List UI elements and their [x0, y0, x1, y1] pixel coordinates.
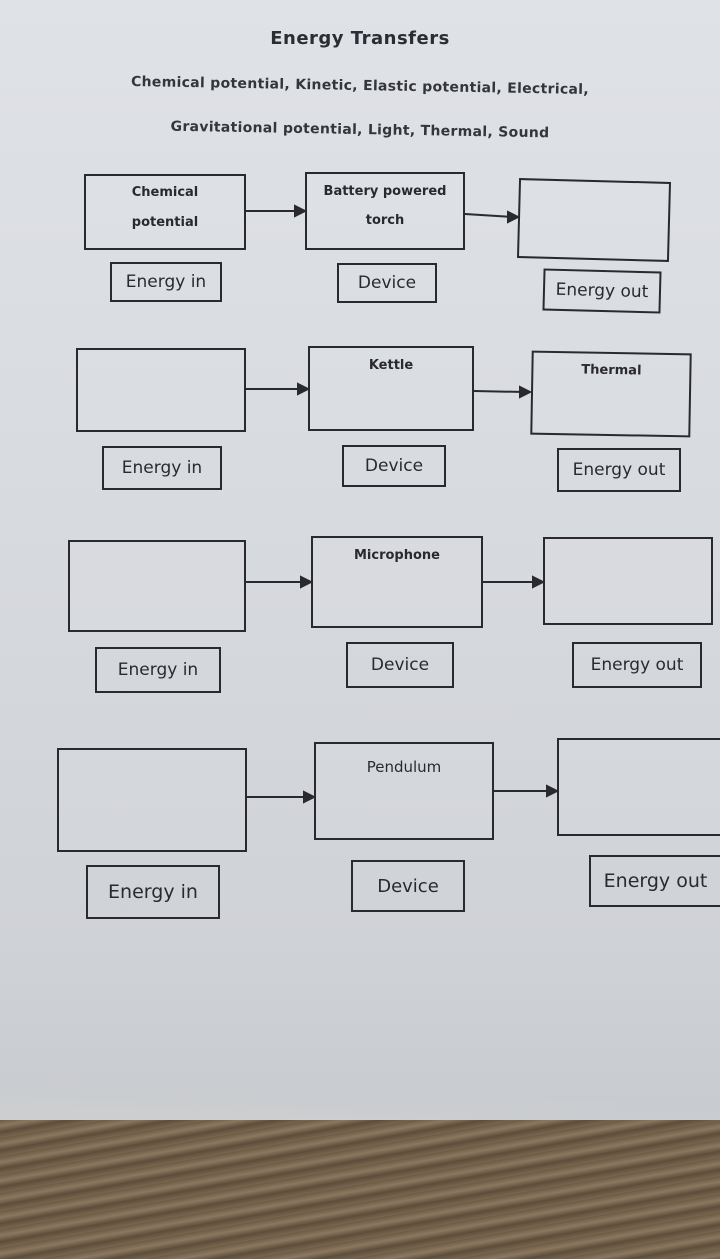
- row2-energy-out-label: Energy out: [557, 448, 681, 492]
- row4-device-label: Device: [351, 860, 465, 912]
- row3-device-text-1: Microphone: [353, 548, 440, 563]
- row1-energy-in-label: Energy in: [110, 262, 222, 302]
- row3-device-label: Device: [346, 642, 454, 688]
- row1-arrow-2: [464, 213, 513, 218]
- row3-energy-out-box: [543, 537, 713, 625]
- row4-arrowhead-1: [303, 790, 317, 804]
- row3-arrowhead-2: [532, 575, 546, 589]
- row3-arrowhead-1: [300, 575, 314, 589]
- row1-arrowhead-2: [507, 210, 521, 224]
- row1-device-text-1: Battery powered: [323, 184, 447, 199]
- row2-arrowhead-2: [519, 385, 533, 399]
- row2-device-box: Kettle: [308, 346, 474, 431]
- row3-device-box: Microphone: [311, 536, 483, 628]
- worksheet-title: Energy Transfers: [270, 28, 450, 49]
- row2-energy-in-label: Energy in: [102, 446, 222, 490]
- row4-energy-in-box: [57, 748, 247, 852]
- row1-arrowhead-1: [294, 204, 308, 218]
- row4-arrowhead-2: [546, 784, 560, 798]
- row2-energy-in-box: [76, 348, 246, 432]
- row4-device-text-1: Pendulum: [366, 758, 442, 776]
- row2-arrow-2: [473, 390, 525, 393]
- row3-energy-out-label: Energy out: [572, 642, 702, 688]
- row2-device-label: Device: [342, 445, 446, 487]
- wooden-table: [0, 1120, 720, 1259]
- row4-energy-out-label: Energy out: [589, 855, 720, 907]
- row1-device-label: Device: [337, 263, 437, 303]
- row1-energy-in-text-1: Chemical: [131, 185, 199, 200]
- row1-energy-in-box: Chemical potential: [84, 174, 246, 250]
- row4-device-box: Pendulum: [314, 742, 494, 840]
- row2-arrowhead-1: [297, 382, 311, 396]
- row3-energy-in-label: Energy in: [95, 647, 221, 693]
- worksheet-paper: [0, 0, 720, 1180]
- row4-energy-in-label: Energy in: [86, 865, 220, 919]
- row1-energy-in-text-2: potential: [131, 215, 199, 230]
- row3-energy-in-box: [68, 540, 246, 632]
- row4-energy-out-box: [557, 738, 720, 836]
- row1-device-text-2: torch: [365, 213, 405, 228]
- row2-device-text-1: Kettle: [368, 358, 414, 373]
- row1-device-box: Battery powered torch: [305, 172, 465, 250]
